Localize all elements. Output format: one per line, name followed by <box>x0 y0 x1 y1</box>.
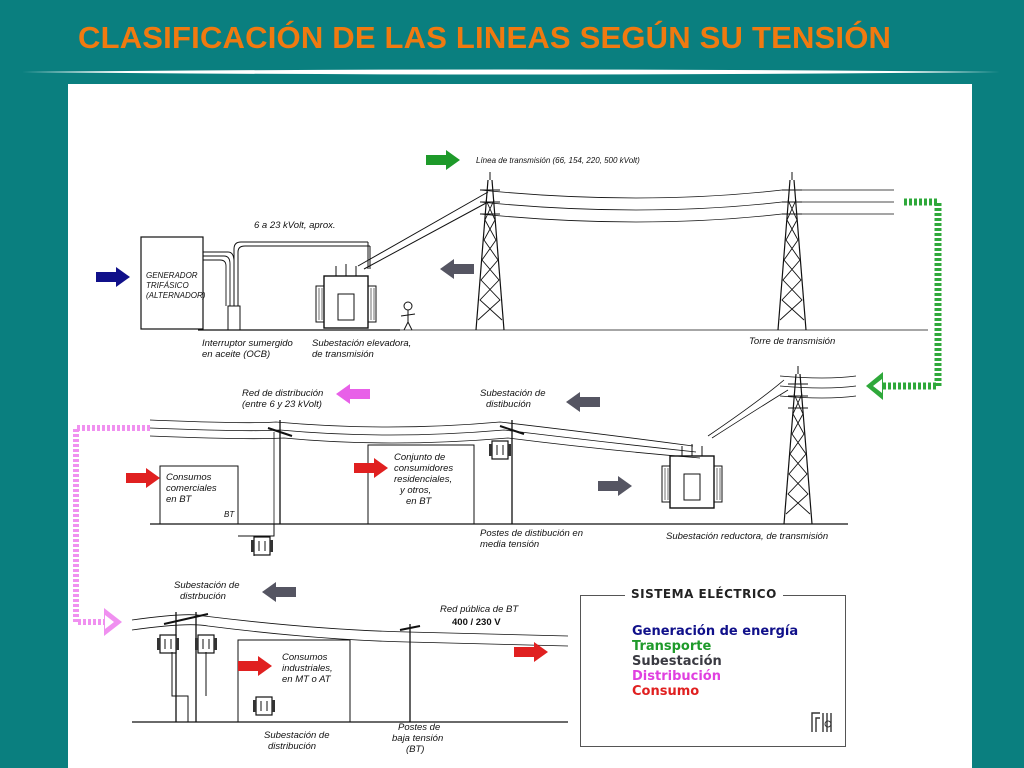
substation-arrow-2 <box>566 392 600 412</box>
svg-text:Torre de transmisión: Torre de transmisión <box>749 336 835 347</box>
step-down-substation <box>661 443 723 509</box>
legend-item: Consumo <box>632 684 700 699</box>
consumption-arrow-3 <box>238 656 272 676</box>
legend-item: Distribución <box>632 669 721 684</box>
logo-icon <box>811 712 832 732</box>
consumption-arrow-1 <box>126 468 160 488</box>
distribution-connector <box>73 425 150 625</box>
substation-arrow-3 <box>598 476 632 496</box>
transmission-tower-middle <box>783 365 813 525</box>
generation-arrow <box>96 267 130 287</box>
transport-connector <box>883 198 942 390</box>
slide-title: CLASIFICACIÓN DE LAS LINEAS SEGÚN SU TEN… <box>78 20 892 55</box>
distribution-substation-bottom <box>156 612 218 722</box>
legend-item: Transporte <box>632 639 712 654</box>
transmission-conductors <box>400 189 928 331</box>
distribution-arrow-1 <box>336 384 370 404</box>
svg-text:BT: BT <box>224 510 235 519</box>
lv-pole <box>399 624 421 722</box>
svg-text:Red de distribución(entre 6 y: Red de distribución(entre 6 y 23 kVolt) <box>242 388 323 410</box>
transmission-line-label: Línea de transmisión (66, 154, 220, 500 … <box>426 150 640 170</box>
legend-title: SISTEMA ELÉCTRICO <box>625 587 783 601</box>
substation-arrow-1 <box>440 259 474 279</box>
transmission-tower-left <box>475 171 505 331</box>
svg-text:Línea de transmisión (66, 154,: Línea de transmisión (66, 154, 220, 500 … <box>476 156 640 165</box>
distribution-mv-lines <box>149 419 701 459</box>
distribution-lv-lines <box>131 614 569 647</box>
transmission-tower-right <box>777 171 807 331</box>
mv-pole-1 <box>267 420 293 524</box>
step-up-substation <box>315 263 377 329</box>
substation-arrow-4 <box>262 582 296 602</box>
consumption-arrow-2 <box>354 458 388 478</box>
title-underline <box>22 69 1000 75</box>
oil-circuit-breaker <box>227 241 371 331</box>
svg-text:Subestación elevadora,de trans: Subestación elevadora,de transmisión <box>312 338 411 360</box>
person-figure <box>400 301 416 331</box>
legend-item: Generación de energía <box>632 624 799 639</box>
mv-pole-2 <box>488 420 525 524</box>
svg-text:6 a 23 kVolt, aprox.: 6 a 23 kVolt, aprox. <box>254 220 336 231</box>
legend-item: Subestación <box>632 654 722 669</box>
svg-text:Subestación reductora, de tran: Subestación reductora, de transmisión <box>666 531 828 542</box>
